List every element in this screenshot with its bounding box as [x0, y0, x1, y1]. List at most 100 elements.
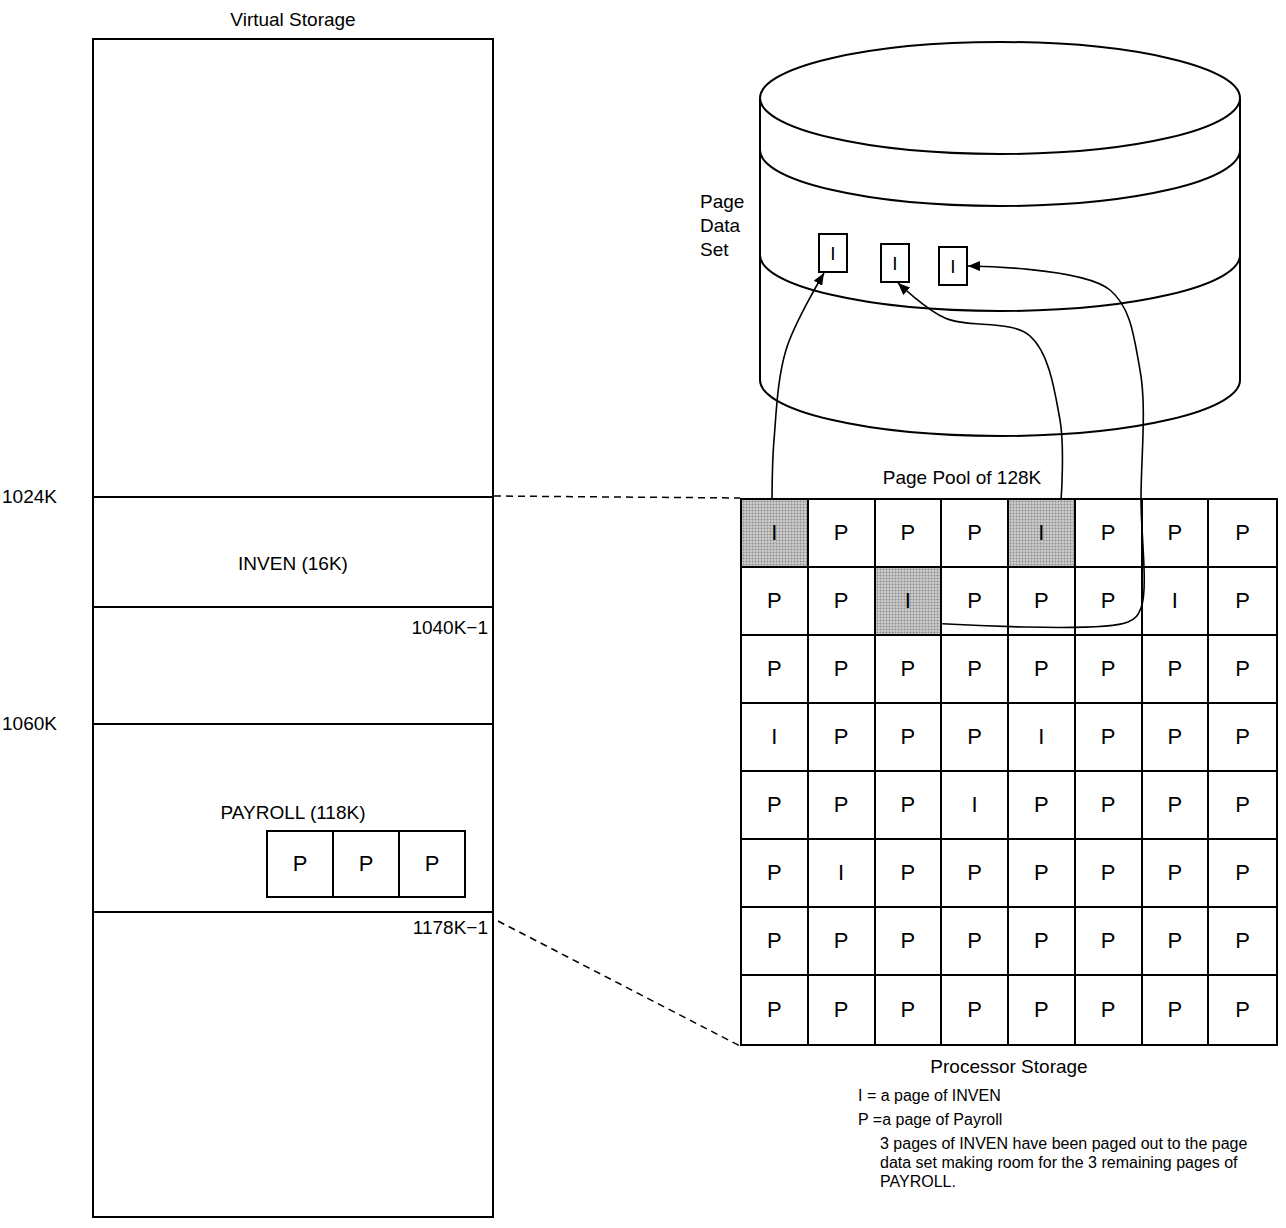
- text-holder: P: [942, 704, 1007, 770]
- page-letter: P: [901, 997, 916, 1023]
- page-letter: P: [1235, 860, 1250, 886]
- page-frame: P: [1076, 908, 1143, 976]
- page-frame: P: [942, 840, 1009, 908]
- legend-note: 3 pages of INVEN have been paged out to …: [880, 1135, 1247, 1190]
- inven-page-slot: I: [938, 246, 968, 286]
- text-holder: P: [876, 704, 941, 770]
- page-letter: P: [834, 997, 849, 1023]
- page-data-set-cylinder: Page Data SetIII: [758, 40, 1242, 440]
- text-holder: P: [742, 840, 807, 906]
- page-letter: P: [1168, 724, 1183, 750]
- text-holder: P: [942, 500, 1007, 566]
- page-out-arrow: [942, 266, 1144, 627]
- text-holder: I: [876, 568, 941, 634]
- page-frame: P: [1076, 976, 1143, 1044]
- text-holder: P: [1076, 500, 1141, 566]
- page-frame: I: [1143, 568, 1210, 636]
- text-holder: Virtual Storage: [92, 8, 494, 31]
- page-letter: I: [905, 588, 911, 614]
- text-holder: P: [1076, 840, 1141, 906]
- page-frame: P: [1143, 500, 1210, 568]
- page-frame: P: [1009, 976, 1076, 1044]
- page-letter: P: [1235, 724, 1250, 750]
- cylinder-side: [1239, 98, 1241, 380]
- text-holder: PAYROLL (118K): [94, 801, 492, 824]
- page-letter: P: [1235, 928, 1250, 954]
- payroll-page: P: [398, 830, 466, 898]
- page-letter: I: [892, 252, 897, 275]
- page-letter: P: [967, 860, 982, 886]
- page-frame: P: [876, 636, 943, 704]
- page-frame: P: [1209, 568, 1276, 636]
- page-letter: P: [1168, 656, 1183, 682]
- page-letter: P: [1101, 792, 1116, 818]
- text-holder: P: [942, 840, 1007, 906]
- page-letter: I: [771, 520, 777, 546]
- text-holder: P: [1209, 908, 1276, 974]
- page-letter: P: [1168, 928, 1183, 954]
- page-frame: P: [942, 636, 1009, 704]
- address-label: 1178K−1: [413, 917, 488, 938]
- text-holder: P: [942, 636, 1007, 702]
- page-frame: P: [1076, 704, 1143, 772]
- text-holder: P: [1009, 772, 1074, 838]
- region-label: INVEN (16K): [238, 553, 348, 574]
- page-letter: P: [1034, 928, 1049, 954]
- page-frame: P: [742, 908, 809, 976]
- page-frame: P: [742, 772, 809, 840]
- page-letter: P: [834, 724, 849, 750]
- text-holder: P: [809, 908, 874, 974]
- cylinder-band: [760, 380, 1240, 436]
- page-letter: P: [1034, 656, 1049, 682]
- page-letter: P: [425, 851, 440, 877]
- payroll-region: PAYROLL (118K)PPP: [94, 723, 492, 913]
- text-holder: P: [400, 832, 464, 896]
- text-holder: P: [742, 568, 807, 634]
- text-holder: P: [1076, 772, 1141, 838]
- page-frame: P: [1076, 636, 1143, 704]
- page-letter: P: [901, 928, 916, 954]
- page-letter: P: [1101, 656, 1116, 682]
- page-letter: I: [1172, 588, 1178, 614]
- page-letter: P: [1235, 588, 1250, 614]
- page-letter: P: [834, 656, 849, 682]
- inven-page-slot: I: [880, 243, 910, 283]
- page-letter: I: [830, 242, 835, 265]
- text-holder: P: [268, 832, 332, 896]
- page-letter: P: [967, 656, 982, 682]
- text-holder: P: [334, 832, 398, 896]
- text-holder: P: [1009, 908, 1074, 974]
- page-letter: P: [967, 928, 982, 954]
- page-letter: P: [967, 520, 982, 546]
- page-frame: P: [1009, 840, 1076, 908]
- page-letter: P: [1101, 860, 1116, 886]
- payroll-page: P: [332, 830, 400, 898]
- page-letter: P: [1034, 792, 1049, 818]
- text-holder: P: [1076, 568, 1141, 634]
- page-letter: P: [901, 520, 916, 546]
- page-letter: P: [967, 997, 982, 1023]
- page-frame: P: [742, 636, 809, 704]
- text-holder: P: [742, 976, 807, 1044]
- text-holder: P: [1209, 840, 1276, 906]
- text-holder: P: [876, 500, 941, 566]
- text-holder: P: [1143, 976, 1208, 1044]
- page-letter: P: [901, 860, 916, 886]
- page-letter: P: [967, 724, 982, 750]
- page-letter: I: [771, 724, 777, 750]
- text-holder: P: [1009, 636, 1074, 702]
- paged-out-frame: I: [1009, 500, 1076, 568]
- page-frame: P: [876, 500, 943, 568]
- page-frame: P: [876, 840, 943, 908]
- page-frame: I: [942, 772, 1009, 840]
- page-letter: P: [767, 792, 782, 818]
- page-frame: P: [1009, 772, 1076, 840]
- label-holder: 1024K: [2, 485, 88, 508]
- page-letter: P: [767, 860, 782, 886]
- page-frame: P: [1076, 568, 1143, 636]
- page-letter: P: [1235, 520, 1250, 546]
- page-letter: P: [1235, 792, 1250, 818]
- page-letter: P: [1101, 928, 1116, 954]
- page-letter: P: [967, 588, 982, 614]
- payroll-page: P: [266, 830, 334, 898]
